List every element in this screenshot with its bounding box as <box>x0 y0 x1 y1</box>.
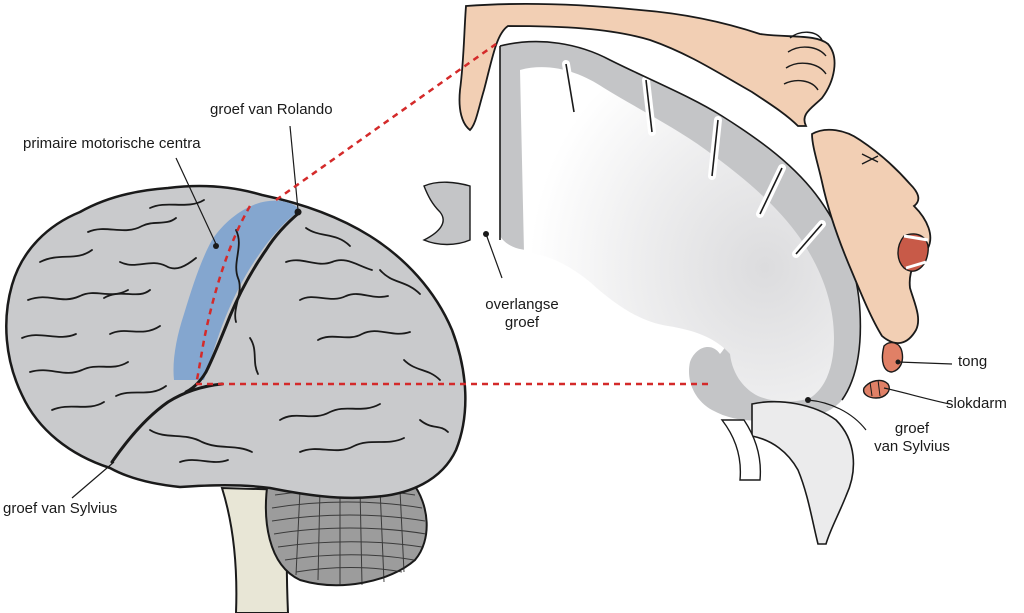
tongue <box>881 341 904 373</box>
label-slokdarm: slokdarm <box>946 395 1007 412</box>
homunculus <box>458 3 953 405</box>
label-tong: tong <box>958 353 988 370</box>
homunculus-face <box>811 128 932 344</box>
label-groef-van-sylvius-left: groef van Sylvius <box>3 500 118 517</box>
coronal-section <box>422 40 867 545</box>
cerebrum <box>5 184 467 500</box>
lateral-sulcus <box>110 382 224 464</box>
projection-line-top <box>275 42 497 202</box>
medial-fold <box>422 181 471 246</box>
brain-leader-lines <box>71 125 299 499</box>
label-sylvius-right-line2: van Sylvius <box>874 438 950 455</box>
label-primaire-motorische-centra: primaire motorische centra <box>23 135 201 152</box>
homunculus-mouth <box>897 233 929 272</box>
projection-lines <box>194 42 712 386</box>
label-overlangse-line1: overlangse <box>485 296 559 313</box>
label-overlangse-line2: groef <box>504 314 540 331</box>
label-sylvius-right-line1: groef <box>894 420 930 437</box>
temporal-section <box>751 400 855 545</box>
sulci <box>21 199 449 463</box>
brain-lateral-view <box>5 125 467 613</box>
motor-marker <box>213 243 219 249</box>
rolando-marker <box>294 208 302 216</box>
white-matter <box>520 67 834 402</box>
central-sulcus <box>184 210 302 394</box>
label-groef-van-rolando: groef van Rolando <box>210 101 333 118</box>
esophagus <box>862 379 951 405</box>
label-groef-van-sylvius-right: groef van Sylvius <box>860 420 964 456</box>
homunculus-arm <box>458 3 836 132</box>
label-overlangse-groef: overlangse groef <box>476 296 568 332</box>
